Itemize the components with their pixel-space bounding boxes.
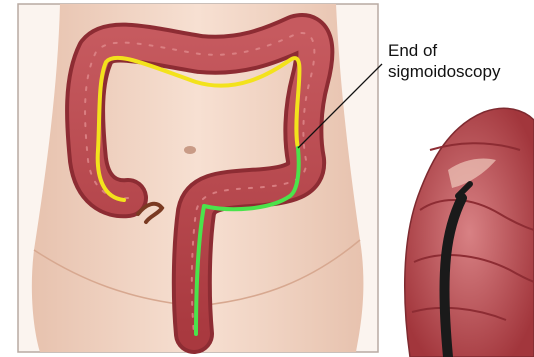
callout-label: End of sigmoidoscopy bbox=[388, 40, 528, 82]
inset-closeup bbox=[405, 108, 534, 357]
callout-line-1: End of bbox=[388, 40, 528, 61]
inset-colon-section bbox=[405, 108, 534, 357]
callout-line-2: sigmoidoscopy bbox=[388, 61, 528, 82]
navel-icon bbox=[184, 146, 196, 154]
